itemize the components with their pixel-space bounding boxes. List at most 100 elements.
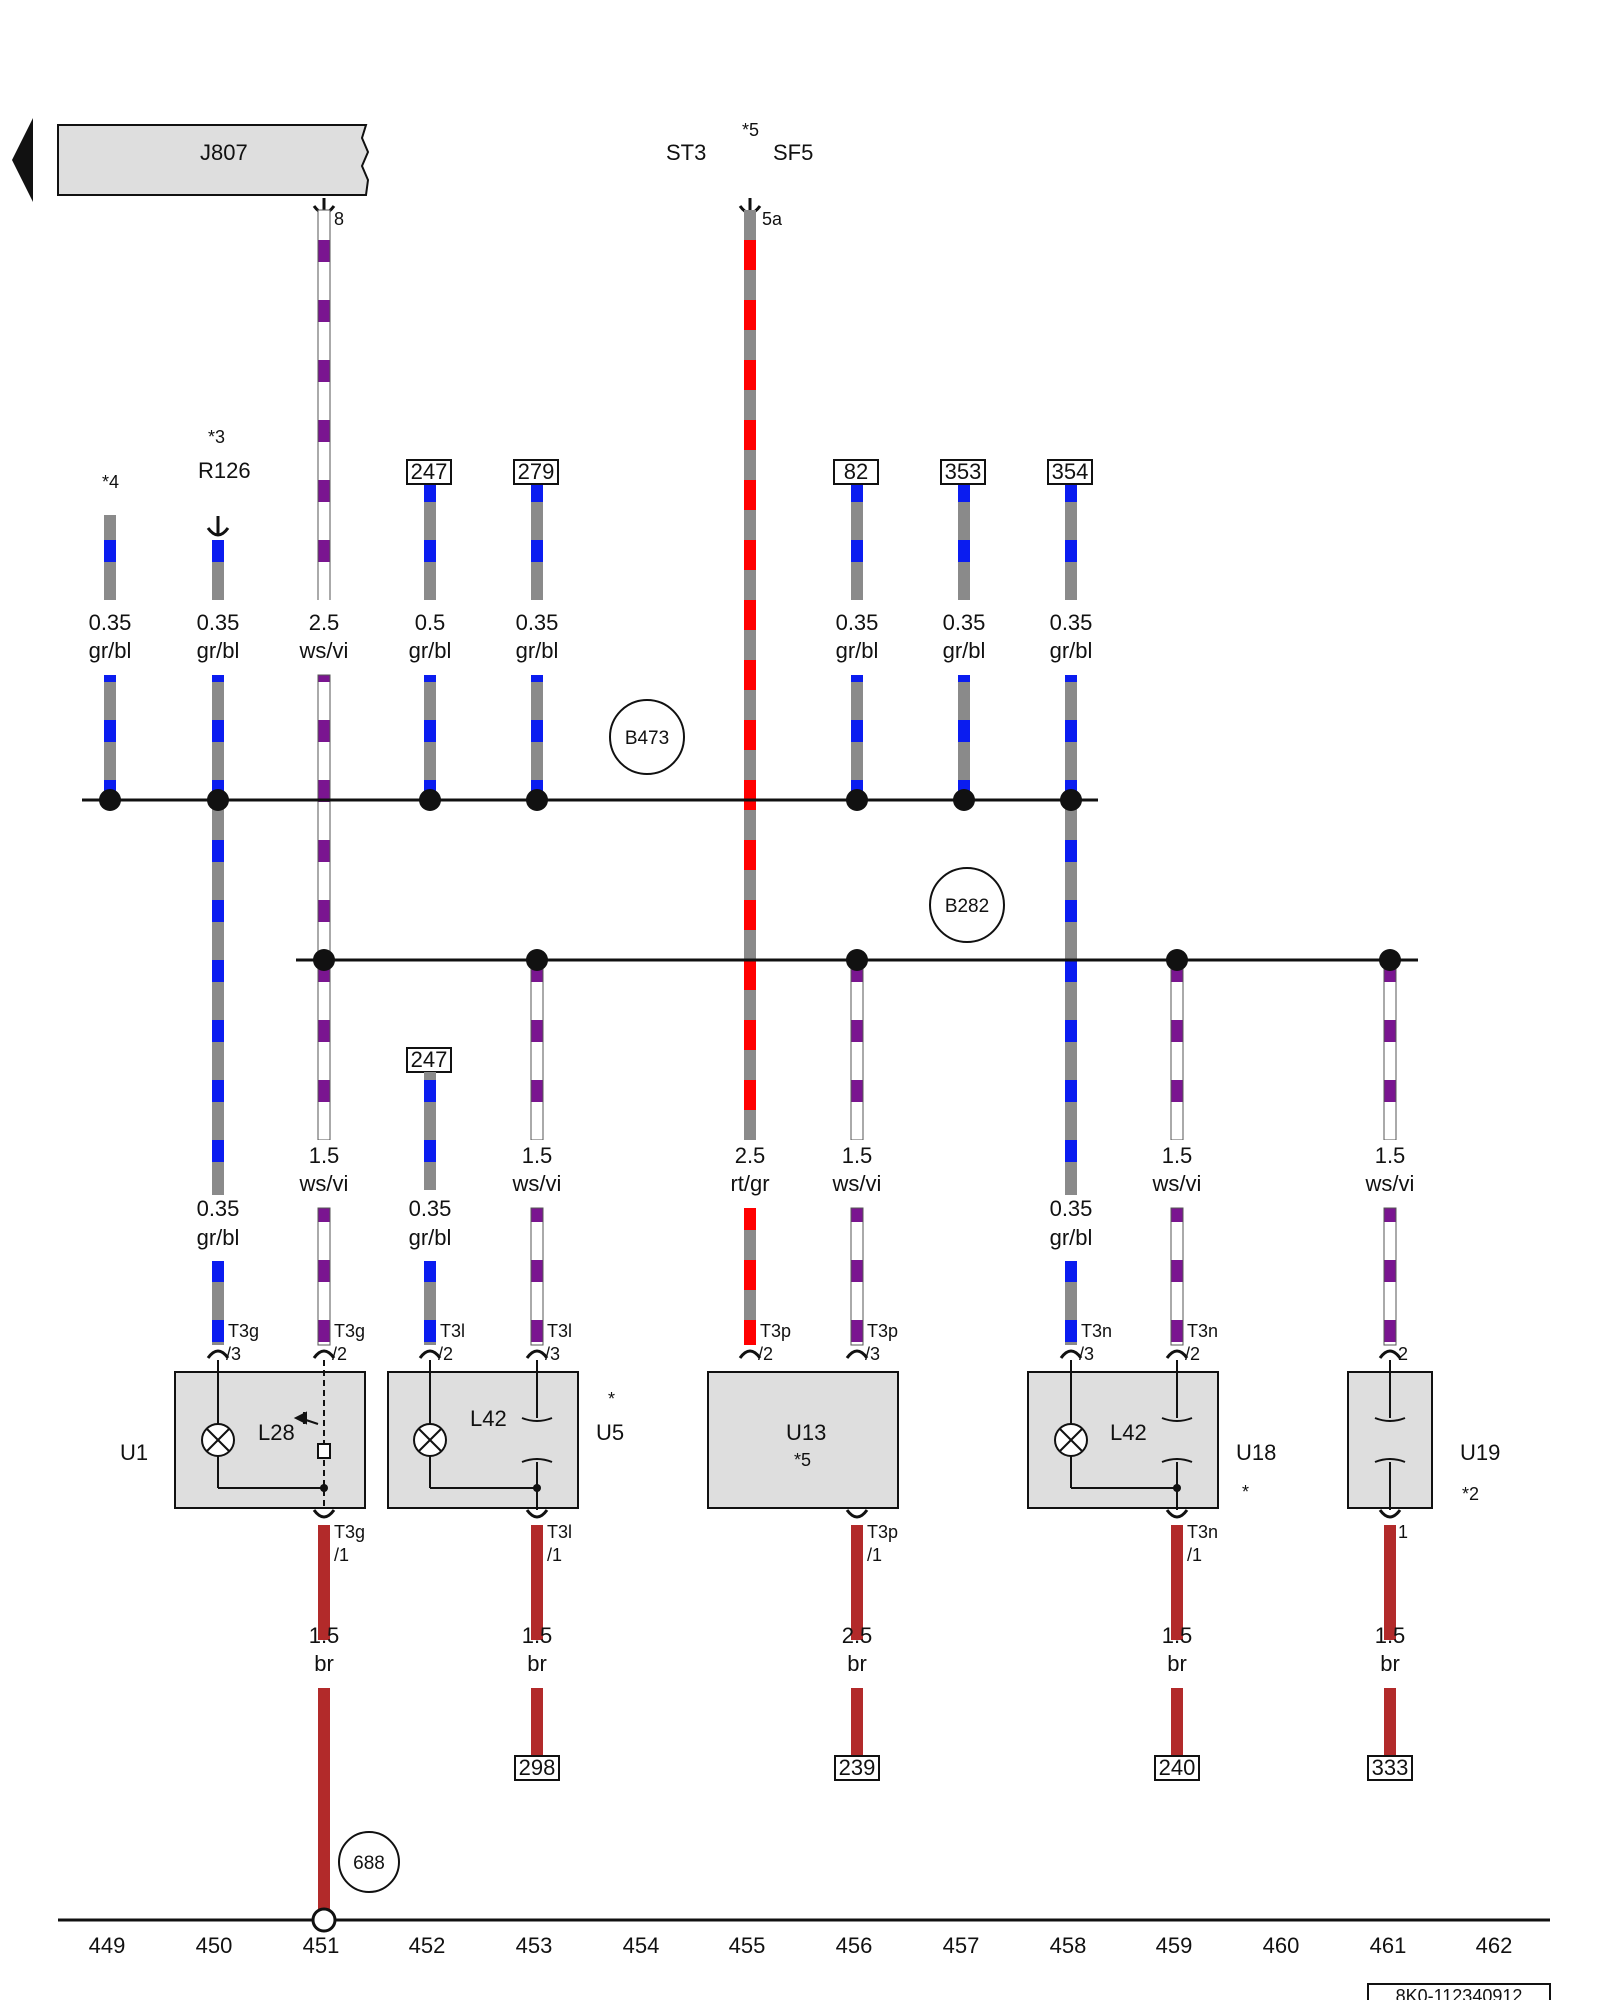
svg-text:239: 239	[839, 1755, 876, 1780]
wire-label-450-top: 0.35 gr/bl	[178, 600, 258, 670]
svg-text:/1: /1	[547, 1545, 562, 1565]
svg-text:B282: B282	[945, 896, 989, 917]
wire-451-mid	[317, 674, 331, 961]
svg-text:298: 298	[519, 1755, 556, 1780]
svg-text:1.5: 1.5	[842, 1143, 873, 1168]
component-u1: L28	[174, 1360, 366, 1510]
svg-text:452: 452	[409, 1933, 446, 1958]
svg-text:0.35: 0.35	[409, 1196, 452, 1221]
st3-label: ST3	[666, 140, 706, 165]
wire-label-461-mid: 1.5 ws/vi	[1350, 1140, 1430, 1206]
svg-text:br: br	[1167, 1651, 1187, 1676]
svg-text:353: 353	[945, 459, 982, 484]
wire-459-br	[1171, 1525, 1183, 1640]
wire-461-conn	[1383, 1207, 1397, 1346]
wire-451-top	[317, 209, 331, 606]
svg-text:/3: /3	[545, 1344, 560, 1364]
wire-450-long	[212, 675, 224, 1195]
ref-box-239: 239	[834, 1755, 880, 1781]
wire-456-br	[851, 1525, 863, 1640]
svg-text:0.35: 0.35	[89, 610, 132, 635]
svg-text:1.5: 1.5	[309, 1623, 340, 1648]
svg-text:br: br	[527, 1651, 547, 1676]
wire-label-455-mid: 2.5 rt/gr	[710, 1140, 790, 1206]
svg-text:454: 454	[623, 1933, 660, 1958]
pin-arc-icon	[738, 1349, 762, 1359]
ref-box-247-mid: 247	[406, 1047, 452, 1073]
svg-text:0.35: 0.35	[197, 1196, 240, 1221]
wire-452-mid	[424, 1072, 436, 1190]
pin-arc-icon	[312, 1349, 336, 1359]
svg-text:459: 459	[1156, 1933, 1193, 1958]
l42-label: L42	[470, 1406, 507, 1431]
svg-text:8: 8	[334, 209, 344, 229]
u13-note: *5	[794, 1450, 811, 1470]
wire-label-452-top: 0.5 gr/bl	[390, 600, 470, 670]
svg-text:ws/vi: ws/vi	[512, 1171, 562, 1196]
pin-arc-icon	[418, 1349, 442, 1359]
pin-arc-icon	[1165, 1349, 1189, 1359]
svg-text:gr/bl: gr/bl	[943, 638, 986, 663]
svg-text:2.5: 2.5	[735, 1143, 766, 1168]
socket-icon	[1374, 1417, 1406, 1463]
svg-text:2.5: 2.5	[842, 1623, 873, 1648]
conn-t3g-2: T3g	[334, 1321, 365, 1341]
svg-text:1.5: 1.5	[309, 1143, 340, 1168]
svg-text:/2: /2	[1185, 1344, 1200, 1364]
svg-text:/3: /3	[1079, 1344, 1094, 1364]
pin-arc-icon	[525, 1349, 549, 1359]
svg-text:451: 451	[303, 1933, 340, 1958]
wire-label-451-top: 2.5 ws/vi	[284, 600, 364, 670]
svg-text:1.5: 1.5	[1162, 1623, 1193, 1648]
svg-text:1.5: 1.5	[1375, 1623, 1406, 1648]
svg-text:0.35: 0.35	[197, 610, 240, 635]
r126-pin	[206, 516, 230, 537]
sf5-label: SF5	[773, 140, 813, 165]
switch-icon	[293, 1411, 331, 1459]
relay-note: *5	[742, 120, 759, 140]
svg-text:1.5: 1.5	[522, 1143, 553, 1168]
svg-text:gr/bl: gr/bl	[516, 638, 559, 663]
u1-label: U1	[120, 1440, 148, 1465]
wire-label-456-mid: 1.5 ws/vi	[817, 1140, 897, 1206]
conn-u19-1: 1	[1398, 1522, 1408, 1542]
svg-text:0.5: 0.5	[415, 610, 446, 635]
svg-text:247: 247	[411, 1047, 448, 1072]
wire-456-lower	[850, 959, 864, 1141]
ref-box-279: 279	[513, 459, 559, 485]
j807-label: J807	[200, 140, 248, 165]
socket-icon	[521, 1417, 553, 1463]
wire-457-top	[958, 485, 970, 605]
wire-458-long	[1065, 675, 1077, 1195]
ref-box-298: 298	[514, 1755, 560, 1781]
left-arrow-icon	[12, 118, 33, 202]
svg-text:gr/bl: gr/bl	[1050, 1225, 1093, 1250]
note-4: *4	[102, 472, 119, 492]
pin-arc-icon	[845, 1509, 869, 1519]
wire-label-453-top: 0.35 gr/bl	[497, 600, 577, 670]
wire-label-456-bottom: 2.5 br	[842, 1623, 873, 1676]
wire-453-br	[531, 1525, 543, 1640]
svg-text:462: 462	[1476, 1933, 1513, 1958]
svg-text:/1: /1	[867, 1545, 882, 1565]
svg-text:0.35: 0.35	[836, 610, 879, 635]
ref-box-353: 353	[940, 459, 986, 485]
wire-label-451-bottom: 1.5 br	[309, 1623, 340, 1676]
svg-text:ws/vi: ws/vi	[1365, 1171, 1415, 1196]
ref-box-82: 82	[833, 459, 879, 485]
conn-t3l-2: T3l	[440, 1321, 465, 1341]
svg-text:gr/bl: gr/bl	[1050, 638, 1093, 663]
conn-u19-2: 2	[1398, 1344, 1408, 1364]
u18-note: *	[1242, 1482, 1249, 1502]
wire-453-lower	[530, 959, 544, 1141]
j807-box	[57, 124, 370, 196]
note-3: *3	[208, 427, 225, 447]
svg-text:279: 279	[518, 459, 555, 484]
component-u19	[1347, 1360, 1433, 1510]
ground-point	[311, 1907, 337, 1933]
svg-text:247: 247	[411, 459, 448, 484]
wire-label-456-top: 0.35 gr/bl	[817, 600, 897, 670]
wire-461-br	[1384, 1525, 1396, 1640]
component-u18: L42	[1027, 1360, 1219, 1510]
